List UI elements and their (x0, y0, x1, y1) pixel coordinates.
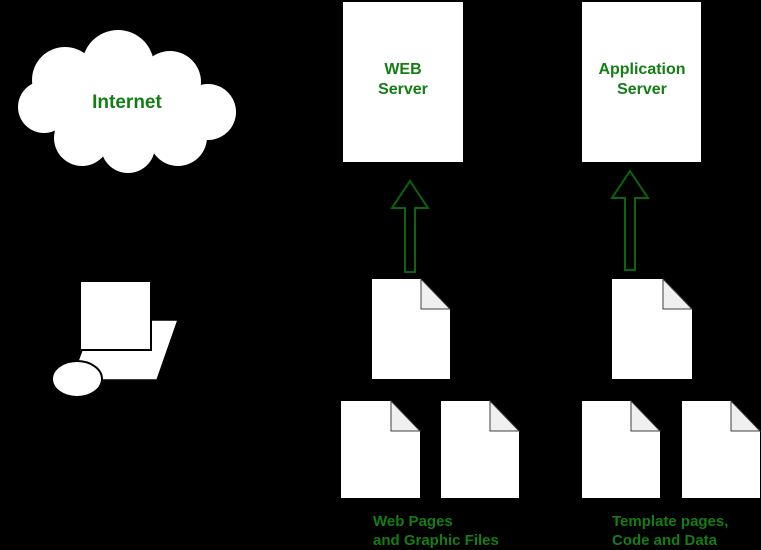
computer-mouse-shape (51, 360, 103, 398)
document-icon-web-files-1 (341, 399, 422, 498)
document-icon-app-files-1 (582, 399, 662, 498)
web-files-caption-line2: and Graphic Files (373, 532, 499, 549)
upload-arrow-app-icon (610, 169, 650, 271)
app-files-caption: Template pages, Code and Data (612, 512, 728, 550)
computer-screen-shape (79, 280, 152, 351)
application-server-label: Application Server (582, 60, 702, 100)
internet-label: Internet (92, 92, 162, 113)
web-server-box (343, 2, 463, 162)
document-icon-app-upload (612, 277, 694, 379)
internet-cloud-icon (18, 30, 236, 173)
document-icon-web-files-2 (441, 399, 521, 498)
web-files-caption-line1: Web Pages (373, 513, 453, 530)
upload-arrow-web-icon (390, 179, 430, 273)
document-icon-app-files-2 (682, 399, 761, 498)
app-files-caption-line2: Code and Data (612, 532, 718, 549)
app-files-caption-line1: Template pages, (612, 513, 729, 530)
web-server-label-line1: WEB (384, 61, 422, 78)
client-computer-icon (51, 280, 180, 398)
application-server-box (582, 2, 701, 162)
web-server-label: WEB Server (343, 60, 463, 100)
web-files-caption: Web Pages and Graphic Files (373, 512, 499, 550)
document-icon-web-upload (372, 277, 452, 379)
application-server-label-line1: Application (598, 61, 686, 78)
web-server-label-line2: Server (378, 81, 428, 98)
application-server-label-line2: Server (617, 81, 667, 98)
